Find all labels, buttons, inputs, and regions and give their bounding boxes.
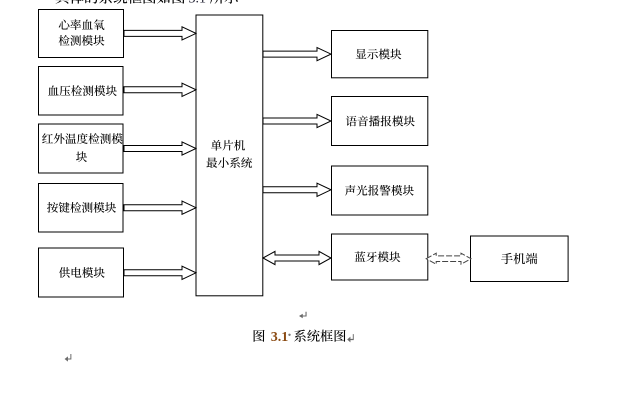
svg-text:3.1: 3.1 (271, 330, 289, 345)
svg-text:3.1: 3.1 (189, 0, 207, 7)
